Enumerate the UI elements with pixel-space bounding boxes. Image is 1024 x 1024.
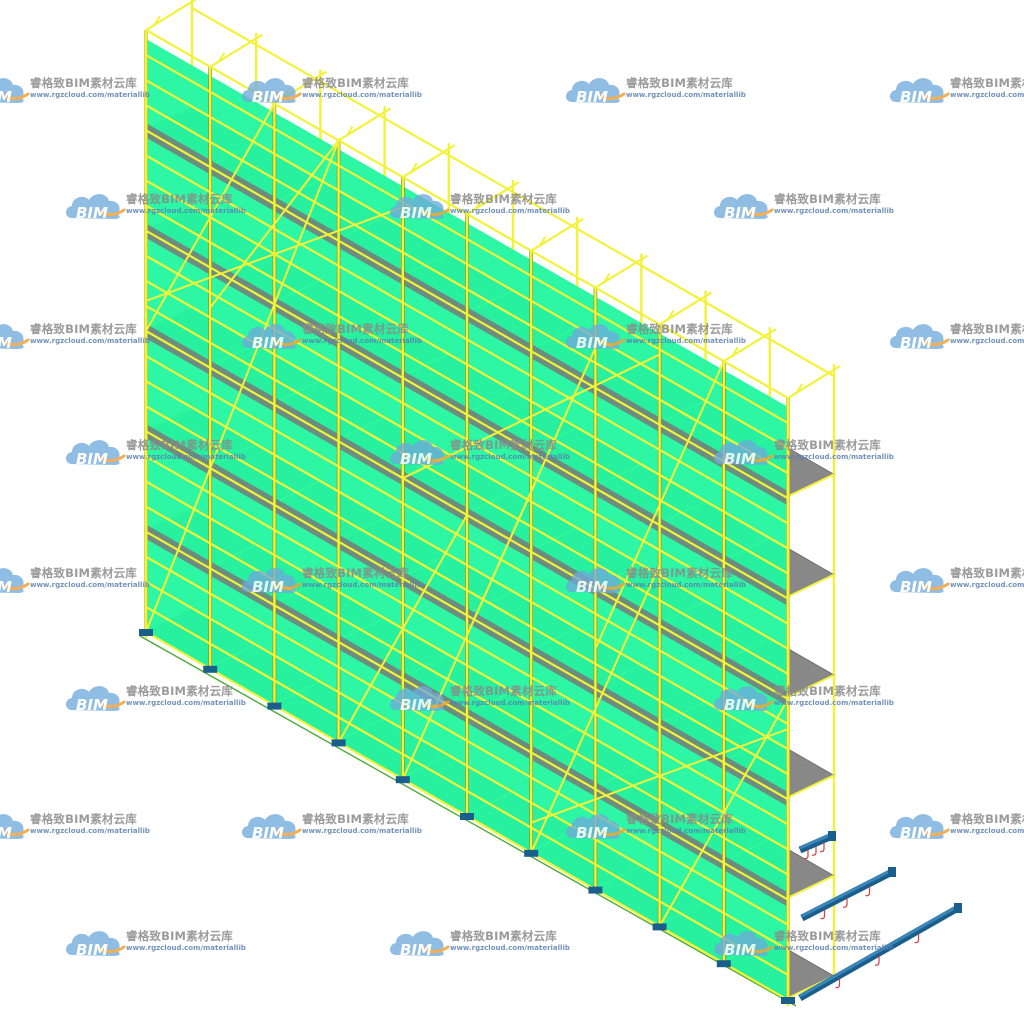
- tie-hook: [865, 886, 871, 897]
- top-guard-tip: [345, 125, 354, 137]
- ground-line-group: [139, 635, 797, 1007]
- base-i-beam-flange: [799, 832, 833, 850]
- base-plate-clamp: [267, 702, 282, 710]
- transom-tube: [787, 473, 835, 498]
- base-plate-clamp: [395, 776, 410, 784]
- tie-hook: [820, 909, 826, 920]
- top-guard-tip: [474, 199, 482, 211]
- guard-rail-tube: [145, 455, 789, 826]
- base-i-beam-flange: [801, 868, 893, 918]
- guard-rail-tube: [145, 54, 789, 425]
- top-guard-tip: [409, 162, 418, 174]
- top-guard-tip: [217, 52, 226, 64]
- tie-hook: [842, 898, 848, 908]
- guard-rail-tube: [145, 179, 789, 550]
- transom-tube: [787, 573, 835, 598]
- base-i-beam: [798, 904, 960, 1002]
- base-plate-clamp: [524, 849, 539, 857]
- guard-rail-tube: [145, 555, 789, 926]
- base-plate-clamp: [331, 739, 346, 747]
- diagonal-brace-tube: [145, 206, 404, 302]
- base-beam-end-cap: [888, 867, 896, 877]
- base-plate-clamp: [652, 923, 667, 931]
- base-i-beam: [800, 868, 894, 922]
- guard-rail-tube: [145, 480, 789, 851]
- guard-rail-tube: [145, 430, 789, 801]
- guard-rail-tube: [145, 229, 789, 600]
- base-plate-clamp: [203, 665, 218, 673]
- top-guard-tip: [666, 309, 675, 321]
- guard-rail-tube: [145, 129, 789, 500]
- inner-ledger-tube: [191, 7, 835, 377]
- guard-rail-tube: [145, 204, 789, 575]
- base-plate-clamp: [460, 813, 474, 820]
- guard-rail-tube: [145, 104, 789, 475]
- diagonal-brace-tube: [594, 360, 725, 650]
- ground-line: [139, 635, 797, 1007]
- tie-hook: [811, 846, 817, 856]
- tie-hook: [819, 842, 825, 853]
- top-guard-tip: [602, 273, 611, 285]
- diagonal-brace-tube: [145, 140, 340, 633]
- base-beam-group: [139, 629, 962, 1004]
- base-i-beam-flange: [799, 904, 959, 998]
- diagonal-brace-tube: [209, 139, 340, 309]
- tie-hook: [835, 978, 841, 989]
- top-guard-tip: [730, 346, 739, 358]
- tie-hook: [803, 849, 809, 860]
- tie-hook: [874, 956, 880, 966]
- guard-rail-tube: [145, 405, 789, 776]
- base-i-beam: [798, 832, 834, 854]
- base-beam-end-cap: [828, 831, 836, 841]
- diagonal-brace-tube: [530, 728, 789, 824]
- base-plate-clamp: [716, 960, 731, 968]
- tie-hook: [914, 933, 920, 944]
- top-guard-tip: [795, 383, 803, 395]
- guard-rail-tube: [145, 605, 789, 976]
- transom-tube: [787, 674, 835, 698]
- guard-rail-tube: [145, 505, 789, 876]
- diagonal-brace-tube: [530, 564, 661, 854]
- base-plate-clamp: [139, 629, 153, 636]
- guard-rail-tube: [145, 380, 789, 751]
- transom-tube: [787, 774, 835, 799]
- top-guard-tip: [538, 236, 547, 248]
- base-plate-clamp: [588, 886, 603, 894]
- top-guard-tip: [153, 15, 161, 27]
- diagonal-brace-tube: [337, 514, 468, 743]
- guard-rail-tube: [145, 355, 789, 726]
- base-plate-clamp: [781, 997, 795, 1004]
- transom-tube: [787, 874, 835, 899]
- guard-rail-tube: [145, 304, 789, 675]
- guard-rail-tube: [145, 254, 789, 625]
- base-beam-end-cap: [954, 903, 962, 913]
- guard-rail-tube: [145, 530, 789, 901]
- guard-rail-tube: [145, 154, 789, 525]
